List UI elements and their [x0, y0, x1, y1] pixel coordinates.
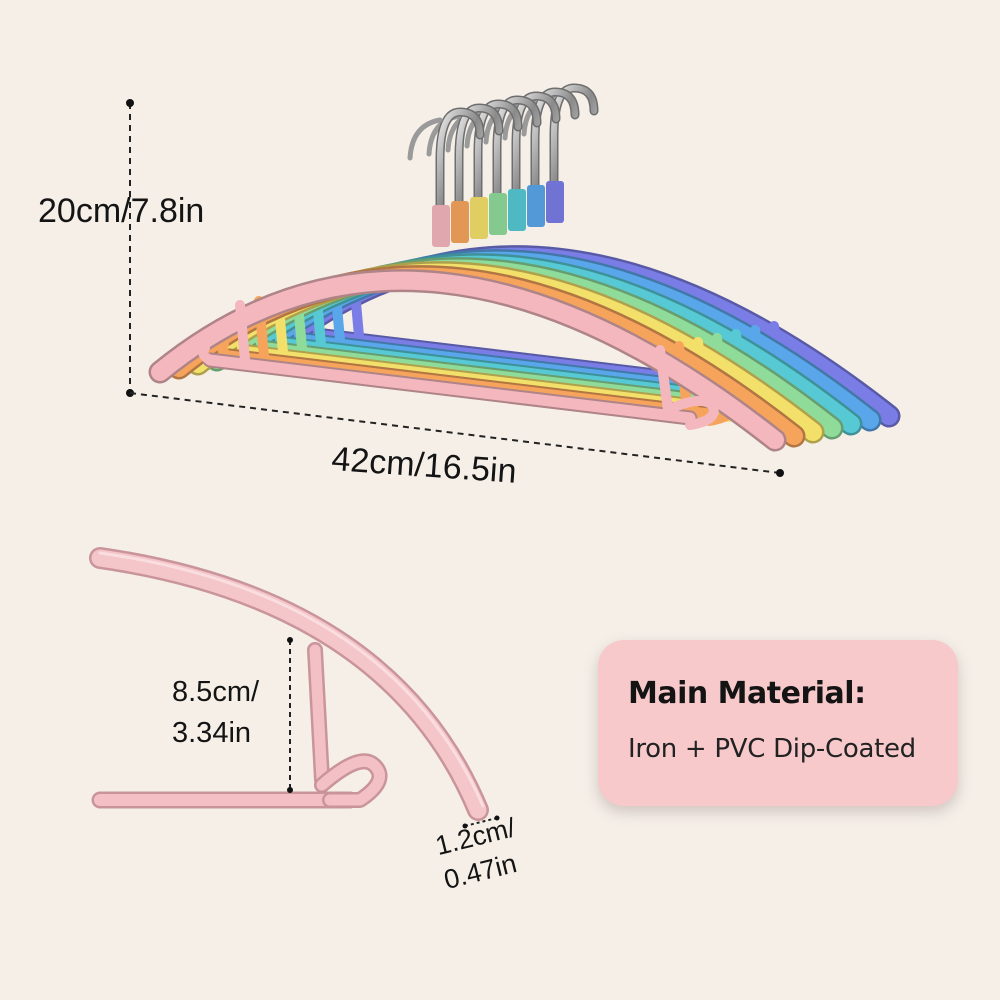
- hanger: [148, 107, 787, 452]
- material-card-text: Iron + PVC Dip-Coated: [628, 734, 916, 764]
- hook-depth-label-line1: 8.5cm/: [172, 676, 260, 708]
- hook-depth-dimension-line: [287, 637, 293, 793]
- hook-depth-label: 8.5cm/ 3.34in: [172, 672, 259, 753]
- height-label: 20cm/7.8in: [38, 192, 205, 230]
- width-dimension-line: [129, 392, 784, 477]
- hook-depth-label-line2: 3.34in: [172, 716, 252, 749]
- material-card: Main Material: Iron + PVC Dip-Coated: [598, 640, 958, 806]
- hanger-stack: [148, 83, 901, 452]
- thickness-dimension-line: [462, 815, 500, 829]
- material-card-title: Main Material:: [628, 676, 866, 711]
